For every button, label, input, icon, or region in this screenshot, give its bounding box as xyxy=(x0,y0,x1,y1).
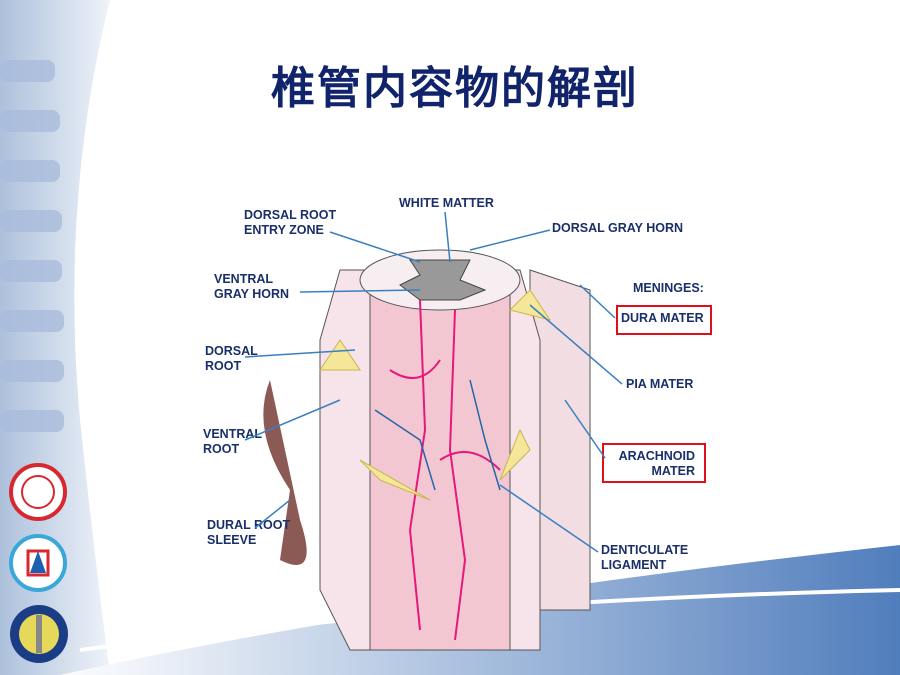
label-line: DORSAL ROOT xyxy=(244,208,337,222)
label-dura-mater: DURA MATER xyxy=(621,311,704,325)
highlight-box-dura-mater xyxy=(616,305,712,335)
label-line: DORSAL xyxy=(205,344,258,358)
spine-surgery-logo xyxy=(10,605,68,663)
label-line: MATER xyxy=(651,464,695,478)
slide-title: 椎管内容物的解剖 xyxy=(271,63,639,114)
label-line: GRAY HORN xyxy=(214,287,290,301)
label-line: ARACHNOID xyxy=(618,449,695,463)
label-line: SLEEVE xyxy=(207,533,257,547)
highlight-box-arachnoid-mater xyxy=(602,443,706,483)
label-line: VENTRAL xyxy=(214,272,274,286)
hospital-logo xyxy=(9,534,67,592)
label-meninges: MENINGES: xyxy=(633,281,704,295)
label-line: LIGAMENT xyxy=(601,558,667,572)
label-line: ENTRY ZONE xyxy=(244,223,324,237)
spinal-cord-illustration xyxy=(263,249,591,651)
label-line: VENTRAL xyxy=(203,427,263,441)
label-line: DENTICULATE xyxy=(601,543,689,557)
label-dorsal-gray-horn: DORSAL GRAY HORN xyxy=(552,221,684,235)
label-line: ROOT xyxy=(205,359,242,373)
label-line: DURAL ROOT xyxy=(207,518,291,532)
label-line: ROOT xyxy=(203,442,240,456)
label-pia-mater: PIA MATER xyxy=(626,377,694,391)
university-logo xyxy=(9,463,67,521)
label-white-matter: WHITE MATTER xyxy=(399,196,494,210)
